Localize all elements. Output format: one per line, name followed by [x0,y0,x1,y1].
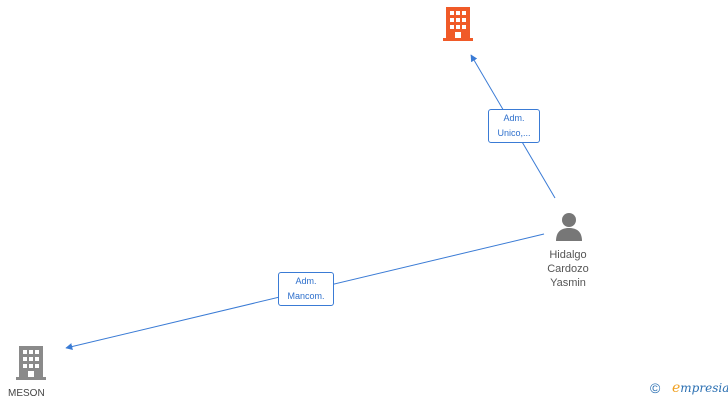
copyright-icon: © [650,380,661,396]
brand-first-letter: e [672,380,681,396]
edge-label-adm-unico[interactable]: Adm. Unico,... [488,109,540,143]
person-name-line: Hidalgo [549,249,587,261]
edge-label-adm-mancom[interactable]: Adm. Mancom. [278,272,334,306]
empresia-logo: empresia [672,380,728,396]
person-name-line: Cardozo [547,263,589,275]
company-meson-building-icon[interactable] [15,345,47,381]
company-meson-name[interactable]: MESON [8,388,45,399]
edge-label-line: Mancom. [287,291,325,301]
person-name-line: Yasmin [550,277,586,289]
edge-label-line: Adm. [503,113,525,123]
edge-label-line: Adm. [295,276,317,286]
brand-rest: mpresia [680,381,728,395]
edge-label-line: Unico,... [497,128,531,138]
person-icon[interactable] [554,211,584,241]
company-top-building-icon[interactable] [441,6,475,42]
person-name[interactable]: Hidalgo Cardozo Yasmin [530,248,606,290]
